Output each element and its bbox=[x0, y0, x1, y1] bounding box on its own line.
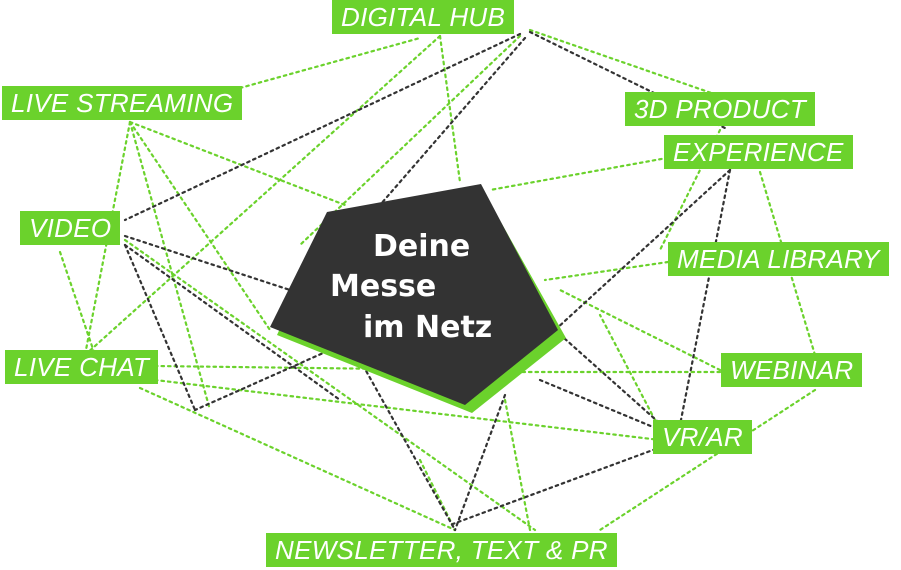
link bbox=[123, 243, 342, 402]
link bbox=[453, 393, 507, 532]
link bbox=[123, 243, 197, 412]
link bbox=[503, 398, 532, 532]
link bbox=[378, 36, 527, 207]
link bbox=[558, 288, 722, 372]
link bbox=[538, 378, 667, 434]
dark-links bbox=[123, 30, 732, 532]
node-newsletter: NEWSLETTER, TEXT & PR bbox=[266, 533, 617, 567]
link bbox=[358, 358, 457, 532]
link bbox=[128, 120, 272, 332]
link bbox=[553, 168, 732, 332]
node-live-streaming: LIVE STREAMING bbox=[2, 86, 243, 120]
link bbox=[553, 328, 667, 430]
center-pentagon-body bbox=[270, 184, 558, 405]
link bbox=[238, 36, 422, 90]
node-live-chat: LIVE CHAT bbox=[5, 350, 159, 384]
link bbox=[448, 438, 682, 527]
link bbox=[678, 168, 732, 427]
node-media-library: MEDIA LIBRARY bbox=[668, 242, 889, 276]
node-experience: EXPERIENCE bbox=[664, 135, 853, 169]
link bbox=[138, 386, 457, 532]
link bbox=[123, 32, 522, 222]
link bbox=[758, 170, 817, 357]
link bbox=[598, 313, 657, 422]
link bbox=[83, 34, 442, 357]
node-vr-ar: VR/AR bbox=[653, 420, 752, 454]
link bbox=[123, 234, 292, 292]
link bbox=[543, 260, 670, 282]
link bbox=[528, 28, 722, 98]
link bbox=[123, 238, 537, 532]
link bbox=[298, 34, 522, 247]
link bbox=[598, 388, 817, 532]
node-webinar: WEBINAR bbox=[721, 353, 863, 387]
node-3d-product: 3D PRODUCT bbox=[625, 92, 816, 126]
link bbox=[128, 120, 212, 412]
link bbox=[438, 34, 462, 184]
link bbox=[58, 250, 97, 357]
link bbox=[128, 120, 347, 207]
node-video: VIDEO bbox=[20, 211, 121, 245]
node-digital-hub: DIGITAL HUB bbox=[332, 0, 515, 34]
